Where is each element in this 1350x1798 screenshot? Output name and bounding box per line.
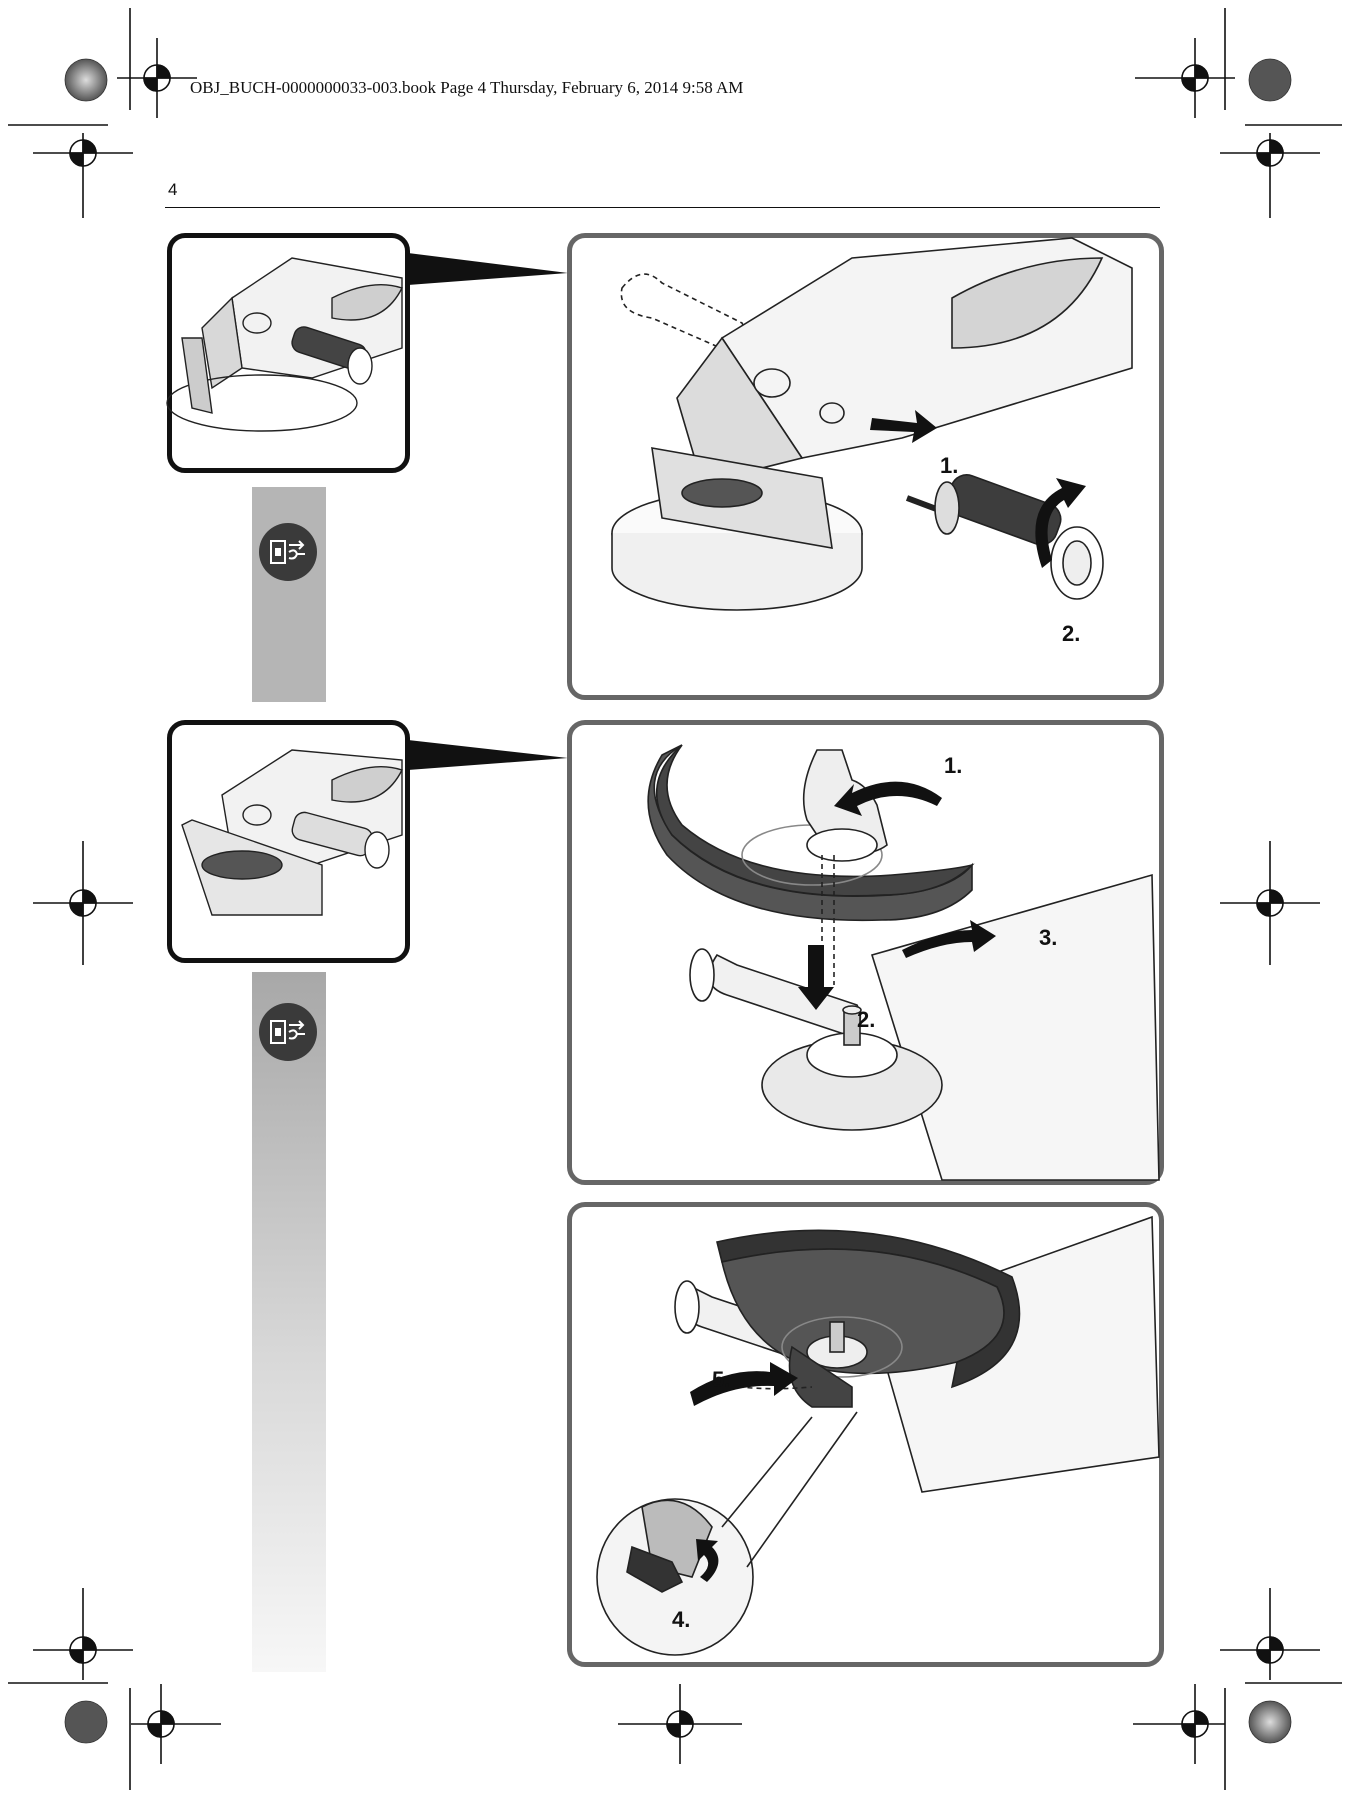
page-number: 4 [168,180,178,199]
unplug-power-icon [259,523,317,581]
rotate-arrow [690,1362,798,1406]
grinder-handle-illustration [611,237,1133,611]
side-bar-1 [252,487,326,702]
step-label: 3. [1039,925,1058,950]
callout-pointer [408,740,568,770]
rotate-arrow [696,1539,719,1582]
rotate-arrow [834,781,942,816]
unplug-power-icon [259,1003,317,1061]
callout-pointer [408,253,568,285]
thumbnail-grinder-handle [166,233,410,473]
step-label: 2. [1062,621,1081,646]
figure-panel-3: 4. 5. [567,1202,1164,1667]
figure-panel-1: 1. 2. [567,233,1164,700]
thumbnail-grinder-guard [167,720,410,963]
rotate-arrow [1035,478,1086,568]
color-wheel-icon [64,58,1292,1744]
header-rule [165,207,1160,208]
step-label: 1. [944,753,963,778]
crosshair-register-icon [33,38,1320,1764]
step-label: 1. [940,453,959,478]
step-label: 2. [857,1007,876,1032]
guard-lock-illustration [596,1215,1160,1656]
step-label: 4. [672,1607,691,1632]
figure-panel-2: 1. 2. 3. [567,720,1164,1185]
print-job-header: OBJ_BUCH-0000000033-003.book Page 4 Thur… [190,78,744,97]
guard-mounting-illustration [647,744,1160,1181]
push-arrow [870,410,937,443]
rotate-arrow [902,920,996,958]
side-bar-2 [252,972,326,1672]
push-down-arrow [798,945,834,1010]
step-label: 5. [712,1367,731,1392]
